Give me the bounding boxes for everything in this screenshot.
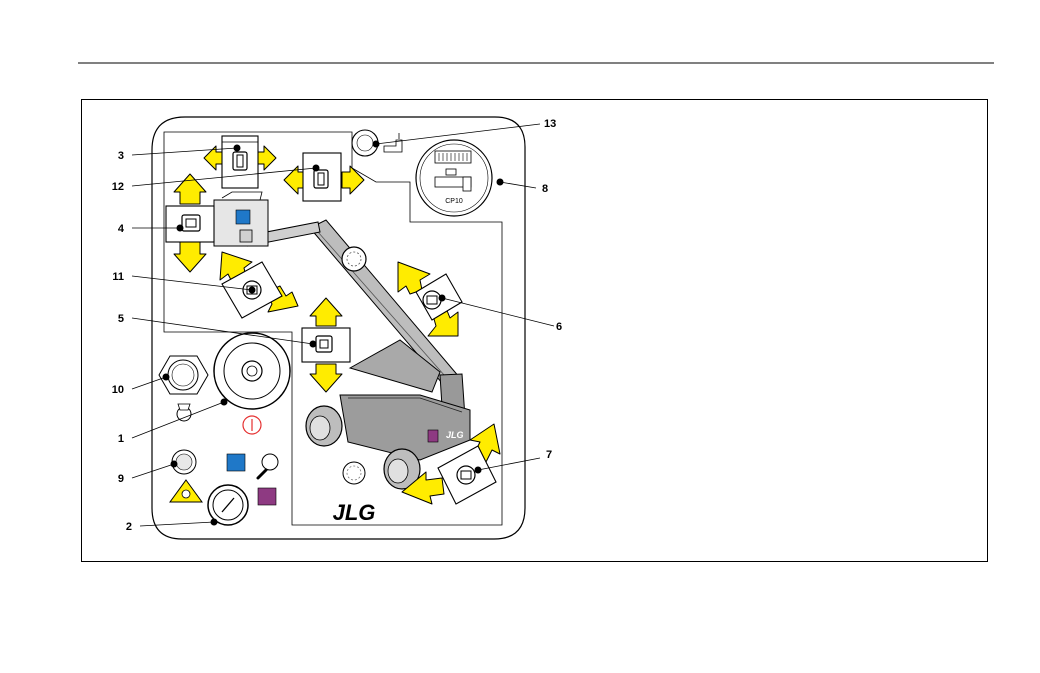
callout-2: 2 [126, 521, 132, 533]
callout-5: 5 [118, 313, 124, 325]
battery-icon [446, 169, 456, 175]
callout-10: 10 [112, 384, 124, 396]
callout-6: 6 [556, 321, 562, 333]
callout-11: 11 [112, 271, 124, 283]
callout-8: 8 [542, 183, 548, 195]
callout-3: 3 [118, 150, 124, 162]
platform-purple-indicator [258, 488, 276, 505]
callout-7: 7 [546, 449, 552, 461]
callout-1: 1 [118, 433, 124, 445]
ground-blue-indicator [227, 454, 245, 471]
callout-12: 12 [112, 181, 124, 193]
lamp-icon [177, 404, 191, 421]
battery-gauge: CP10 [416, 140, 492, 216]
callout-13: 13 [544, 118, 556, 130]
indicator-light [262, 454, 278, 470]
brand-logo: JLG [333, 500, 376, 525]
platform-blue-indicator [236, 210, 250, 224]
callout-4: 4 [118, 223, 125, 235]
gauge-label: CP10 [445, 198, 463, 205]
callout-9: 9 [118, 473, 124, 485]
machine-logo: JLG [446, 430, 464, 440]
